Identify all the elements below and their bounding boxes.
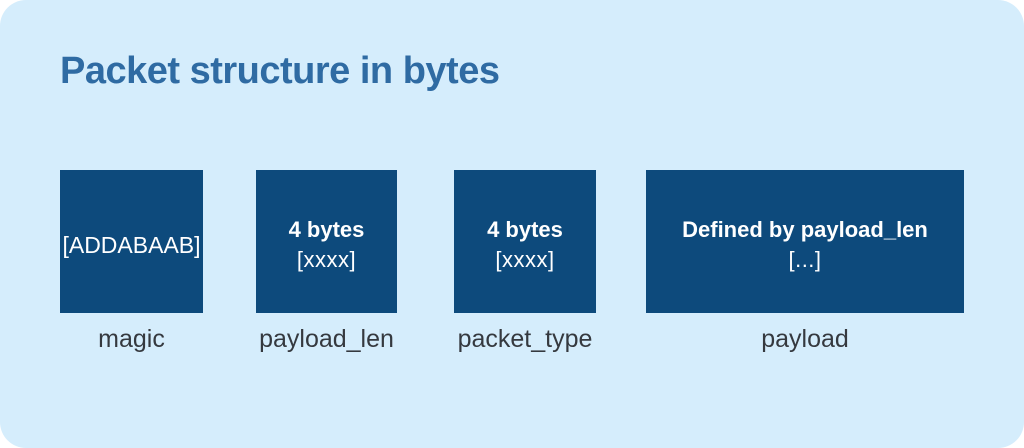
magic-label: magic (98, 325, 165, 353)
payload-box: Defined by payload_len [...] (646, 170, 964, 313)
field-magic: [ADDABAAB] magic (60, 170, 203, 354)
field-packet-type: 4 bytes [xxxx] packet_type (454, 170, 596, 354)
field-payload-len: 4 bytes [xxxx] payload_len (256, 170, 397, 354)
payload-label: payload (761, 325, 849, 353)
payload-box-size: Defined by payload_len (682, 216, 928, 242)
field-payload: Defined by payload_len [...] payload (646, 170, 964, 354)
magic-box: [ADDABAAB] (60, 170, 203, 313)
packet-type-box-size: 4 bytes (487, 216, 563, 242)
packet-type-box: 4 bytes [xxxx] (454, 170, 596, 313)
payload-len-box-value: [xxxx] (296, 246, 357, 272)
payload-len-box: 4 bytes [xxxx] (256, 170, 397, 313)
payload-len-label: payload_len (259, 325, 394, 353)
payload-box-value: [...] (788, 246, 822, 272)
packet-type-label: packet_type (457, 325, 593, 353)
packet-type-box-value: [xxxx] (495, 246, 555, 272)
payload-len-box-size: 4 bytes (288, 216, 365, 242)
diagram-title: Packet structure in bytes (60, 50, 500, 92)
magic-box-value: [ADDABAAB] (62, 231, 201, 258)
